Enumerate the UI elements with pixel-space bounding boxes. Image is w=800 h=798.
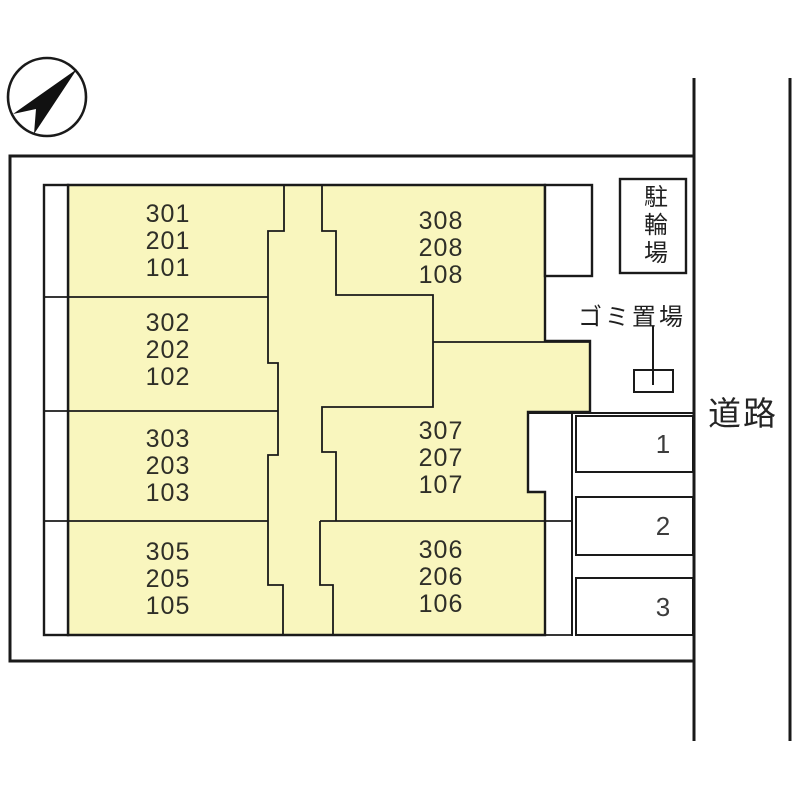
room-number: 203	[145, 452, 191, 480]
room-number: 301	[145, 200, 191, 228]
bicycle-parking-label: 駐輪場	[639, 184, 667, 268]
room-number: 205	[145, 565, 191, 593]
room-number: 201	[145, 227, 191, 255]
corridor-left-wall	[267, 185, 285, 635]
unit-stack-308: 308 208 108	[396, 208, 486, 289]
left-unit-dividers	[44, 296, 278, 522]
unit-stack-303: 303 203 103	[123, 426, 213, 507]
parking-space-2-label: 2	[655, 511, 671, 541]
room-number: 202	[145, 336, 191, 364]
corridor-right-wall	[319, 185, 434, 635]
stair-annex-box	[543, 183, 594, 278]
unit-stack-306: 306 206 106	[396, 537, 486, 618]
room-number: 303	[145, 425, 191, 453]
parking-area-lines	[528, 412, 693, 636]
unit-stack-305: 305 205 105	[123, 539, 213, 620]
west-balcony-strip	[42, 183, 70, 637]
parking-stall-2	[575, 496, 694, 556]
parking-stall-1	[575, 415, 694, 473]
garbage-area-label: ゴミ置場	[578, 304, 686, 331]
room-number: 206	[418, 563, 464, 591]
room-number: 103	[145, 479, 191, 507]
room-number: 105	[145, 592, 191, 620]
compass-north-icon	[6, 56, 88, 138]
room-number: 106	[418, 590, 464, 618]
room-number: 108	[418, 261, 464, 289]
room-number: 308	[418, 207, 464, 235]
room-number: 208	[418, 234, 464, 262]
road-label: 道路	[708, 395, 778, 432]
room-number: 305	[145, 538, 191, 566]
room-number: 101	[145, 254, 191, 282]
room-number: 302	[145, 309, 191, 337]
right-unit-dividers	[320, 341, 590, 636]
unit-stack-301: 301 201 101	[123, 201, 213, 282]
room-number: 207	[418, 444, 464, 472]
unit-stack-307: 307 207 107	[396, 418, 486, 499]
room-number: 102	[145, 363, 191, 391]
parking-space-3-label: 3	[655, 592, 671, 622]
property-boundary	[8, 154, 694, 663]
room-number: 306	[418, 536, 464, 564]
bicycle-parking-box	[618, 177, 688, 275]
room-number: 107	[418, 471, 464, 499]
room-number: 307	[418, 417, 464, 445]
parking-stall-3	[575, 577, 694, 636]
unit-stack-302: 302 202 102	[123, 310, 213, 391]
parking-space-1-label: 1	[655, 429, 671, 459]
